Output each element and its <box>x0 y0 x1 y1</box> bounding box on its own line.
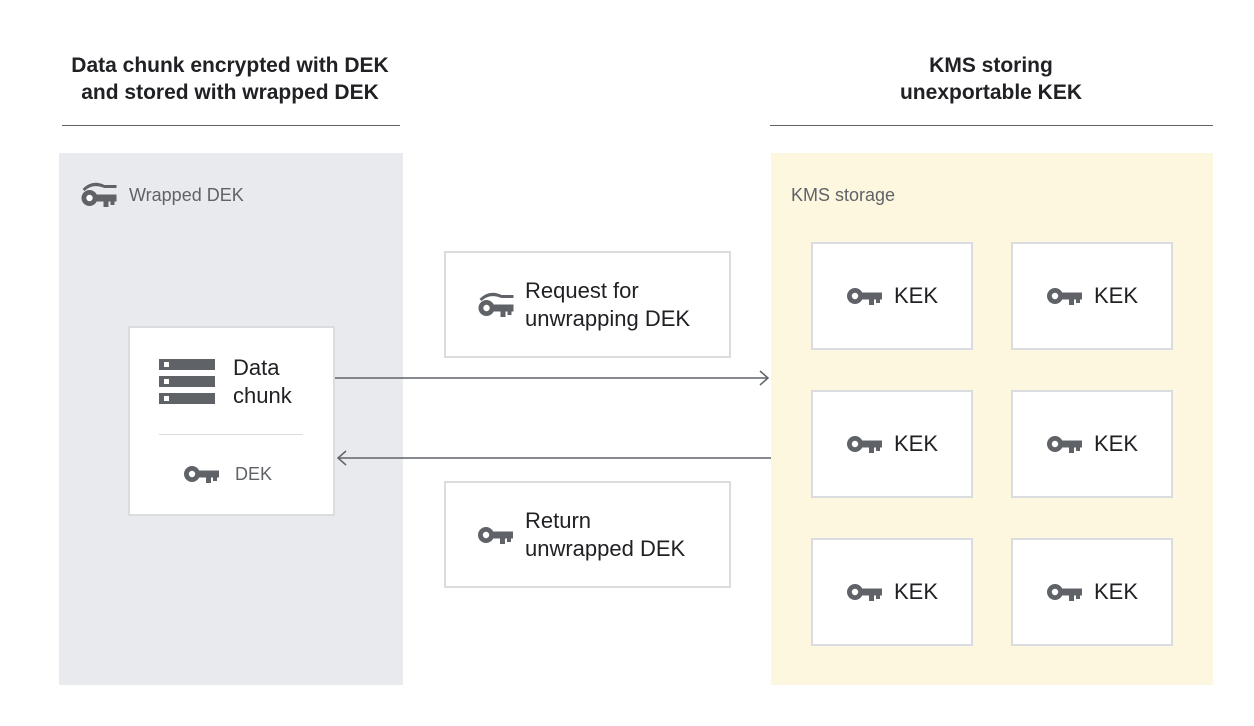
kek-box: KEK <box>811 538 973 646</box>
response-arrow <box>336 450 771 466</box>
kek-label: KEK <box>893 579 939 604</box>
request-arrow <box>335 370 770 386</box>
wrapped-dek-label: Wrapped DEK <box>129 185 244 205</box>
key-icon <box>183 464 219 484</box>
right-title: KMS storing unexportable KEK <box>899 54 1083 104</box>
kek-label: KEK <box>1093 579 1139 604</box>
arrows <box>335 370 771 466</box>
key-icon <box>1046 286 1082 306</box>
kek-box: KEK <box>1011 242 1173 350</box>
key-icon <box>1046 582 1082 602</box>
wrapped-key-icon <box>80 180 117 208</box>
kek-label: KEK <box>1093 283 1139 308</box>
key-icon <box>477 525 513 545</box>
kek-box: KEK <box>1011 390 1173 498</box>
key-icon <box>1046 434 1082 454</box>
kms-storage-label: KMS storage <box>791 185 896 205</box>
kek-box: KEK <box>1011 538 1173 646</box>
server-icon <box>159 359 215 404</box>
key-icon <box>846 582 882 602</box>
kek-label: KEK <box>893 283 939 308</box>
data-chunk-label: Data chunk <box>233 355 292 408</box>
wrapped-key-icon <box>477 290 514 318</box>
kek-label: KEK <box>1093 431 1139 456</box>
request-label: Request for unwrapping DEK <box>525 278 691 331</box>
dek-label: DEK <box>235 464 273 484</box>
data-chunk-box <box>128 326 335 516</box>
key-icon <box>846 434 882 454</box>
key-icon <box>846 286 882 306</box>
kek-box: KEK <box>811 242 973 350</box>
chunk-divider <box>159 434 303 435</box>
kek-box: KEK <box>811 390 973 498</box>
kek-label: KEK <box>893 431 939 456</box>
left-divider <box>62 125 400 126</box>
response-label: Return unwrapped DEK <box>525 508 686 561</box>
left-title: Data chunk encrypted with DEK and stored… <box>71 54 389 104</box>
right-divider <box>770 125 1213 126</box>
